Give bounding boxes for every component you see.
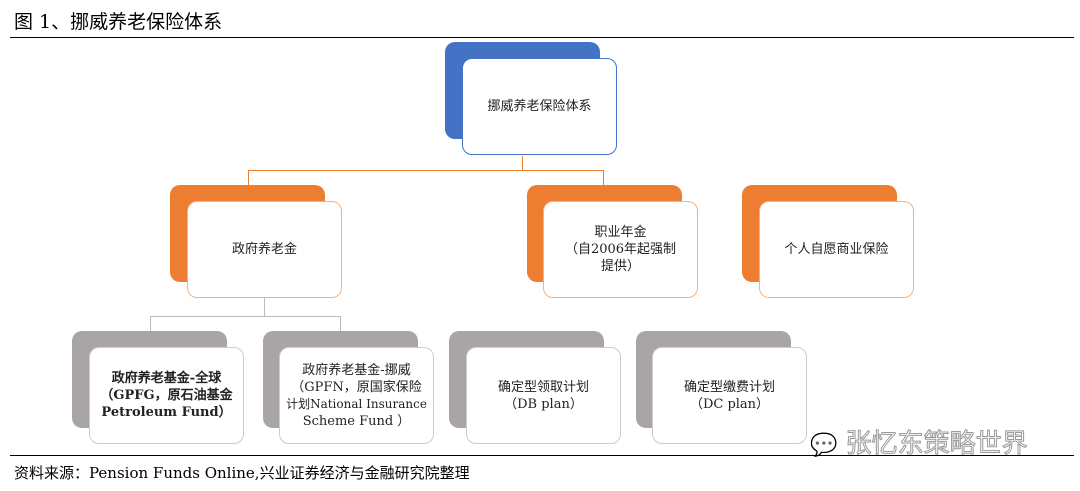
node-gpfg: 政府养老基金-全球 （GPFG，原石油基金 Petroleum Fund） xyxy=(89,347,244,444)
node-label: （DC plan） xyxy=(689,396,770,412)
node-label: 职业年金 xyxy=(594,225,647,240)
node-label: 政府养老金 xyxy=(231,242,297,257)
connector xyxy=(248,170,604,171)
connector xyxy=(340,316,341,331)
watermark: 💬 张忆东策略世界 xyxy=(809,423,1028,460)
connector xyxy=(150,316,151,331)
node-occupational-pension: 职业年金 （自2006年起强制提供） xyxy=(543,201,698,298)
connector xyxy=(603,170,604,185)
node-label: （GPFN，原国家保险 xyxy=(291,379,422,395)
node-label: Scheme Fund ） xyxy=(302,413,411,429)
source-note: 资料来源：Pension Funds Online,兴业证券经济与金融研究院整理 xyxy=(14,464,470,482)
connector xyxy=(264,298,265,316)
watermark-text: 张忆东策略世界 xyxy=(845,429,1028,460)
node-label: 确定型领取计划 xyxy=(497,379,589,395)
node-private-insurance: 个人自愿商业保险 xyxy=(759,201,914,298)
connector xyxy=(522,156,523,170)
title-divider xyxy=(10,37,1074,38)
node-gpfn: 政府养老基金-挪威（GPFN，原国家保险计划National Insurance… xyxy=(279,347,434,444)
node-label: （GPFG，原石油基金 xyxy=(100,388,233,403)
node-government-pension: 政府养老金 xyxy=(187,201,342,298)
node-label: （DB plan） xyxy=(504,396,583,412)
source-divider xyxy=(10,455,1074,456)
node-label: Petroleum Fund） xyxy=(101,405,232,420)
wechat-icon: 💬 xyxy=(809,433,838,459)
node-dc-plan: 确定型缴费计划（DC plan） xyxy=(652,347,807,444)
node-label: 政府养老基金-挪威 xyxy=(302,362,411,378)
node-label: 确定型缴费计划 xyxy=(683,379,775,395)
node-label: 计划National Insurance xyxy=(286,396,427,411)
node-label: 个人自愿商业保险 xyxy=(784,242,889,257)
node-label: 政府养老基金-全球 xyxy=(111,371,222,386)
node-db-plan: 确定型领取计划（DB plan） xyxy=(466,347,621,444)
figure-title: 图 1、挪威养老保险体系 xyxy=(14,11,223,33)
node-label: （自2006年起强制 xyxy=(564,242,677,257)
connector xyxy=(150,316,341,317)
root-node: 挪威养老保险体系 xyxy=(462,58,617,155)
connector xyxy=(248,170,249,185)
node-label: 提供） xyxy=(600,259,640,274)
root-label: 挪威养老保险体系 xyxy=(487,99,592,114)
